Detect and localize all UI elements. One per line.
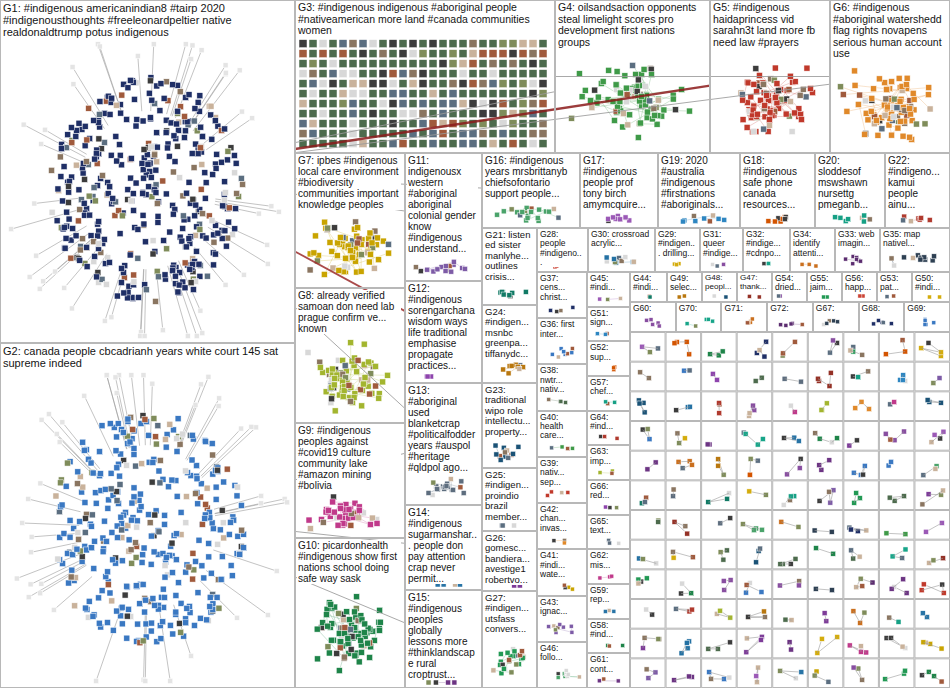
graph-canvas: G1: #indigenous americanindian8 #tairp 2… [0, 0, 950, 688]
